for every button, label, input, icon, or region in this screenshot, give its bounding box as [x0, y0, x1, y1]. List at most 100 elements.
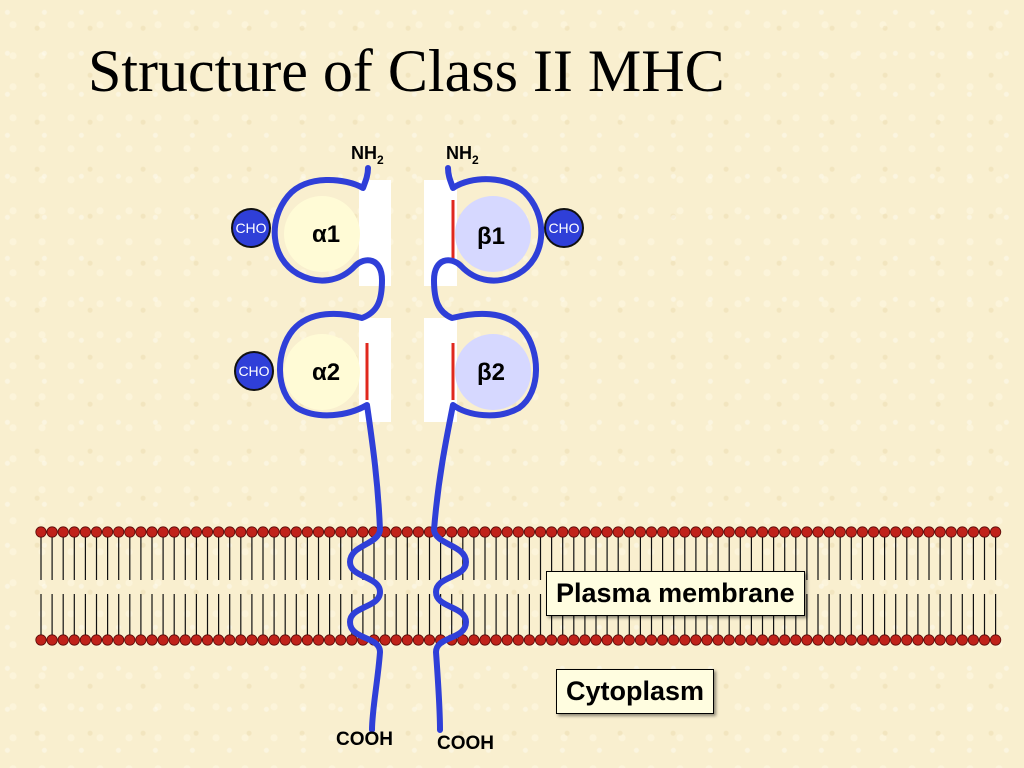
- lipid-head: [357, 526, 369, 538]
- lipid-head: [756, 634, 769, 646]
- lipid-head: [812, 526, 824, 538]
- lipid-head: [146, 634, 158, 646]
- lipid-head: [534, 634, 547, 646]
- lipid-head: [779, 634, 791, 646]
- lipid-head: [102, 634, 114, 646]
- plasma-membrane-label: Plasma membrane: [546, 571, 805, 616]
- lipid-head: [224, 634, 236, 646]
- lipid-heads-outer: [35, 526, 1002, 538]
- lipid-head: [79, 526, 92, 538]
- lipid-head: [901, 526, 913, 538]
- beta-n-terminus: NH2: [446, 143, 479, 167]
- lipid-head: [723, 634, 735, 646]
- lipid-head: [490, 526, 502, 538]
- lipid-head: [967, 526, 980, 538]
- beta2-domain: [455, 334, 531, 410]
- lipid-head: [989, 526, 1002, 538]
- lipid-head: [512, 526, 524, 538]
- lipid-head: [656, 526, 669, 538]
- lipid-head: [457, 634, 469, 646]
- lipid-head: [668, 526, 680, 538]
- lipid-head: [934, 634, 946, 646]
- lipid-head: [656, 634, 669, 646]
- lipid-head: [767, 526, 780, 538]
- lipid-head: [157, 634, 169, 646]
- alpha-n-subscript: 2: [377, 153, 384, 167]
- lipid-heads-inner: [35, 634, 1002, 646]
- beta-n-text: NH: [446, 143, 472, 163]
- alpha-n-text: NH: [351, 143, 377, 163]
- lipid-head: [468, 634, 480, 646]
- alpha-n-terminus: NH2: [351, 143, 384, 167]
- alpha-spacer-top: [359, 180, 391, 286]
- lipid-head: [856, 634, 869, 646]
- lipid-head: [268, 526, 280, 538]
- beta1-cho: CHO: [544, 208, 584, 248]
- lipid-head: [224, 526, 236, 538]
- lipid-head: [779, 526, 791, 538]
- lipid-head: [346, 634, 358, 646]
- lipid-head: [634, 526, 647, 538]
- lipid-head: [190, 526, 202, 538]
- lipid-head: [734, 526, 746, 538]
- lipid-head: [601, 634, 613, 646]
- lipid-head: [113, 526, 125, 538]
- lipid-head: [90, 634, 103, 646]
- lipid-head: [823, 526, 835, 538]
- lipid-head: [35, 634, 47, 646]
- lipid-head: [146, 526, 158, 538]
- lipid-head: [323, 634, 336, 646]
- lipid-head: [68, 526, 80, 538]
- lipid-head: [246, 526, 258, 538]
- lipid-head: [601, 526, 613, 538]
- lipid-head: [102, 526, 114, 538]
- lipid-head: [390, 526, 402, 538]
- cho-badge: [231, 208, 271, 248]
- lipid-head: [912, 634, 924, 646]
- disulfide-bonds: [365, 200, 455, 400]
- lipid-head: [213, 526, 225, 538]
- lipid-head: [867, 526, 880, 538]
- lipid-head: [690, 634, 702, 646]
- lipid-head: [457, 526, 469, 538]
- beta1-label: β1: [477, 223, 505, 250]
- lipid-head: [523, 634, 536, 646]
- alpha1-label: α1: [312, 221, 340, 248]
- lipid-head: [557, 634, 569, 646]
- lipid-head: [568, 526, 580, 538]
- lipid-head: [257, 634, 269, 646]
- lipid-head: [257, 526, 269, 538]
- lipid-head: [301, 634, 313, 646]
- lipid-head: [767, 634, 780, 646]
- lipid-head: [57, 526, 69, 538]
- lipid-head: [35, 526, 47, 538]
- lipid-head: [168, 526, 180, 538]
- lipid-head: [623, 526, 635, 538]
- lipid-head: [645, 526, 658, 538]
- lipid-head: [812, 634, 824, 646]
- lipid-head: [867, 634, 880, 646]
- lipid-head: [856, 526, 869, 538]
- lipid-head: [479, 634, 491, 646]
- lipid-head: [379, 634, 391, 646]
- lipid-head: [279, 526, 291, 538]
- lipid-head: [423, 634, 436, 646]
- lipid-head: [745, 634, 758, 646]
- cho-badge: [234, 351, 274, 391]
- lipid-head: [301, 526, 313, 538]
- alpha1-cho: CHO: [231, 208, 271, 248]
- lipid-head: [568, 634, 580, 646]
- lipid-head: [534, 526, 547, 538]
- cho-label: CHO: [238, 363, 269, 379]
- lipid-head: [479, 526, 491, 538]
- lipid-head: [523, 526, 536, 538]
- lipid-head: [790, 634, 802, 646]
- beta-c-terminus: COOH: [437, 733, 494, 754]
- lipid-head: [46, 526, 58, 538]
- lipid-head: [179, 634, 191, 646]
- lipid-head: [634, 634, 647, 646]
- lipid-head: [890, 634, 902, 646]
- lipid-head: [235, 526, 247, 538]
- lipid-head: [468, 526, 480, 538]
- lipid-head: [890, 526, 902, 538]
